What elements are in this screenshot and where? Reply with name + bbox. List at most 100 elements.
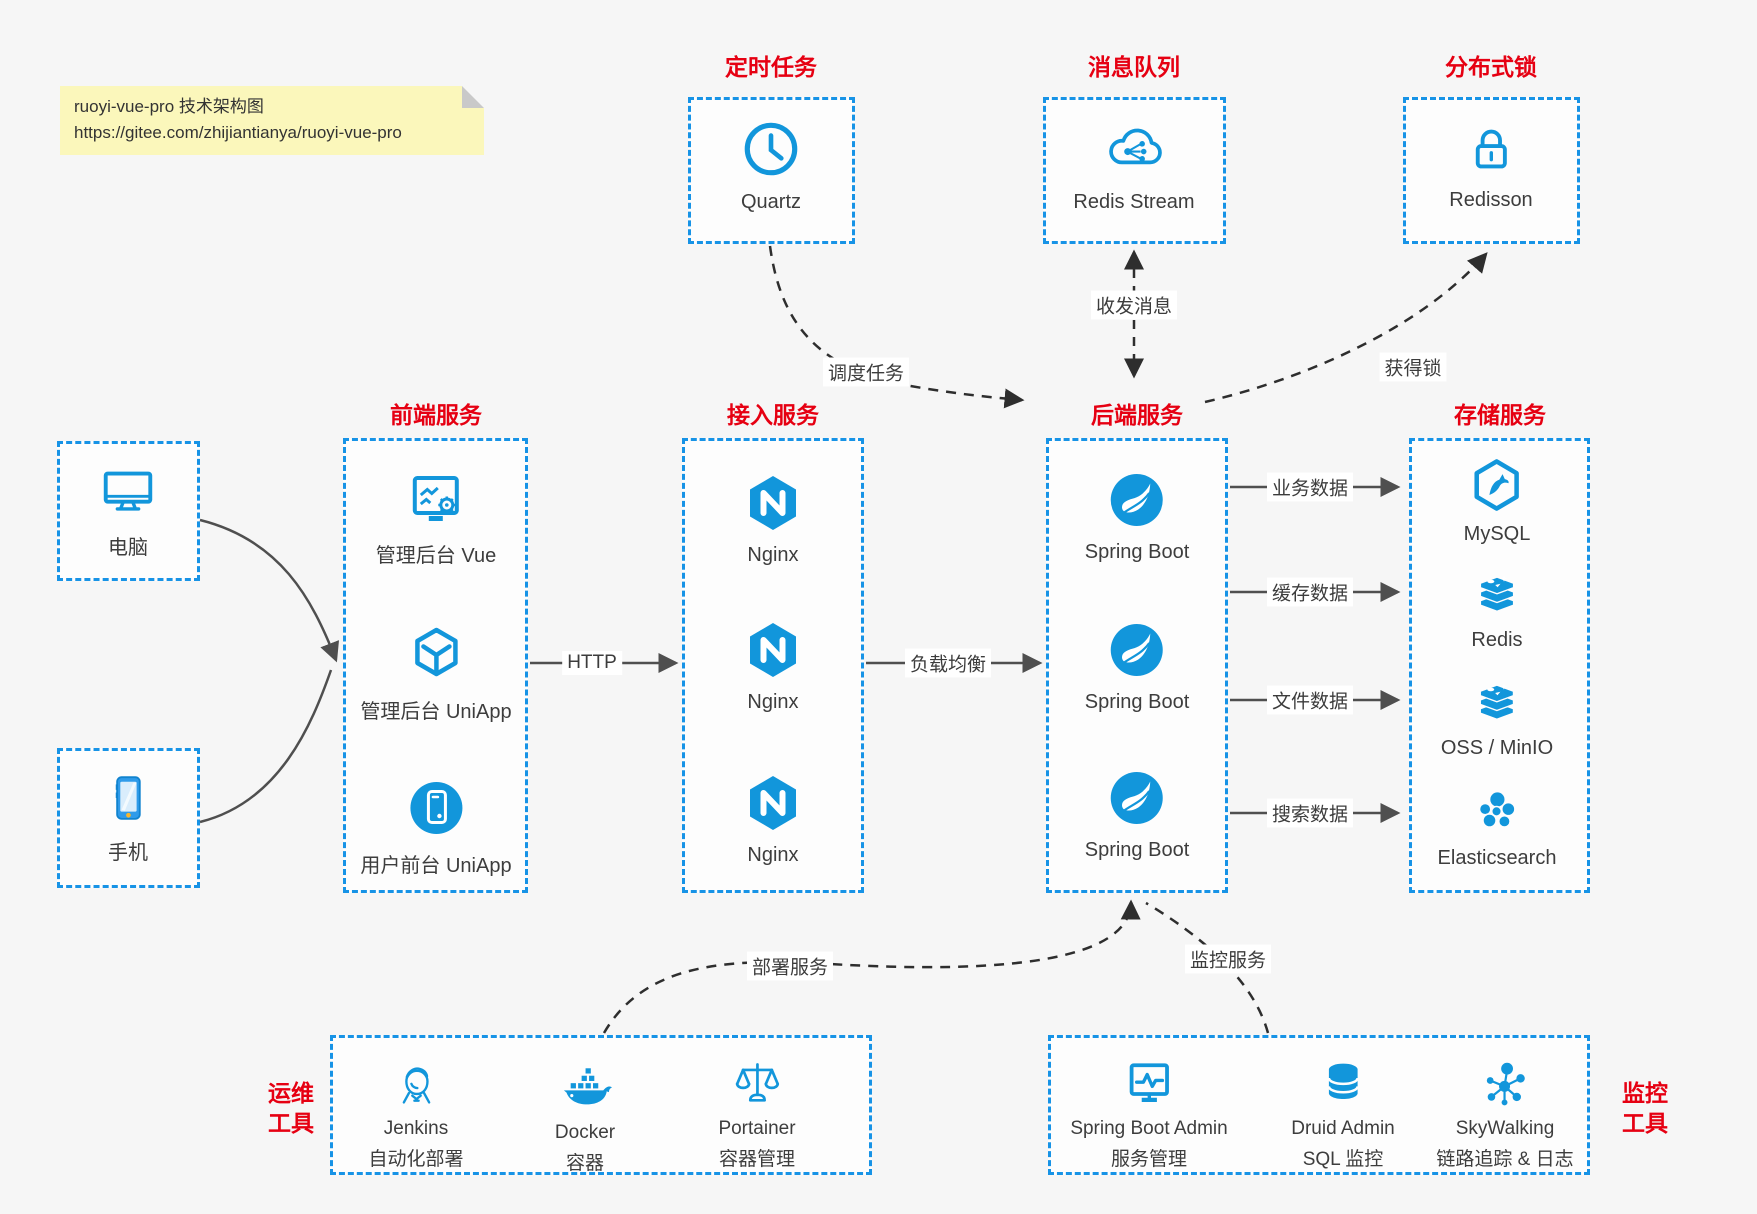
nginx-icon bbox=[741, 771, 805, 835]
note-url: https://gitee.com/zhijiantianya/ruoyi-vu… bbox=[74, 123, 402, 143]
node-nginx-3: Nginx bbox=[741, 771, 805, 867]
node-label: Spring Boot bbox=[1084, 691, 1190, 713]
tool-name: Jenkins bbox=[383, 1118, 449, 1139]
node-label: Spring Boot bbox=[1084, 839, 1190, 861]
edge-label-lock: 获得锁 bbox=[1379, 352, 1447, 382]
nginx-icon bbox=[741, 618, 805, 682]
tool-desc: 链路追踪 & 日志 bbox=[1436, 1149, 1574, 1170]
jenkins-icon bbox=[389, 1056, 443, 1110]
admin-monitor-icon bbox=[1122, 1056, 1176, 1110]
group-title-gateway: 接入服务 bbox=[727, 402, 819, 428]
node-label: OSS / MinIO bbox=[1440, 737, 1554, 759]
node-label: Spring Boot bbox=[1084, 541, 1190, 563]
node-druid-admin: Druid Admin SQL 监控 bbox=[1291, 1056, 1395, 1172]
node-portainer: Portainer 容器管理 bbox=[718, 1056, 796, 1172]
edge-label-monitor: 监控服务 bbox=[1184, 944, 1272, 974]
admin-dashboard-icon bbox=[404, 466, 468, 530]
node-jenkins: Jenkins 自动化部署 bbox=[368, 1056, 464, 1172]
group-title-backend: 后端服务 bbox=[1091, 402, 1183, 428]
node-admin-vue: 管理后台 Vue bbox=[376, 466, 496, 568]
edge-label-cache-data: 缓存数据 bbox=[1266, 577, 1354, 607]
node-label: Nginx bbox=[747, 544, 799, 566]
node-spring-boot-admin: Spring Boot Admin 服务管理 bbox=[1070, 1056, 1228, 1172]
desktop-icon bbox=[97, 460, 159, 522]
edge-label-business-data: 业务数据 bbox=[1266, 472, 1354, 502]
lock-icon bbox=[1460, 118, 1522, 180]
node-nginx-2: Nginx bbox=[741, 618, 805, 714]
tool-name: Docker bbox=[554, 1122, 616, 1143]
node-label: MySQL bbox=[1463, 523, 1531, 545]
edge-label-search-data: 搜索数据 bbox=[1266, 798, 1354, 828]
edge-label-deploy: 部署服务 bbox=[746, 951, 834, 981]
node-redisson: Redisson bbox=[1449, 118, 1533, 212]
node-label: Quartz bbox=[740, 191, 802, 213]
node-redis-stream: Redis Stream bbox=[1073, 116, 1195, 214]
node-label: 手机 bbox=[108, 842, 148, 864]
node-desktop: 电脑 bbox=[97, 460, 159, 560]
tool-desc: 容器 bbox=[565, 1153, 604, 1174]
group-title-distributed-lock: 分布式锁 bbox=[1445, 54, 1537, 80]
smartphone-icon bbox=[99, 769, 157, 827]
arrow-mobile-to-frontend bbox=[199, 669, 333, 824]
node-label: Elasticsearch bbox=[1437, 847, 1557, 869]
node-label: 管理后台 UniApp bbox=[360, 701, 512, 723]
node-label: Redis Stream bbox=[1073, 191, 1195, 213]
node-label: 用户前台 UniApp bbox=[360, 855, 512, 877]
node-spring-boot-1: Spring Boot bbox=[1084, 468, 1190, 564]
note-title: ruoyi-vue-pro 技术架构图 bbox=[74, 97, 264, 116]
arrow-desktop-to-frontend bbox=[199, 518, 340, 663]
node-spring-boot-2: Spring Boot bbox=[1084, 618, 1190, 714]
node-skywalking: SkyWalking 链路追踪 & 日志 bbox=[1436, 1056, 1574, 1172]
clock-icon bbox=[738, 116, 804, 182]
elasticsearch-icon bbox=[1469, 782, 1525, 838]
box-desktop-client bbox=[57, 441, 200, 581]
node-quartz: Quartz bbox=[738, 116, 804, 214]
node-label: Nginx bbox=[747, 844, 799, 866]
edge-label-http: HTTP bbox=[562, 651, 622, 675]
node-redis: Redis bbox=[1469, 564, 1525, 652]
node-user-uniapp: 用户前台 UniApp bbox=[360, 776, 512, 878]
edge-label-message: 收发消息 bbox=[1090, 290, 1178, 320]
box-storage-services bbox=[1409, 438, 1590, 893]
tool-desc: SQL 监控 bbox=[1302, 1149, 1384, 1170]
oss-minio-icon bbox=[1469, 672, 1525, 728]
tool-desc: 服务管理 bbox=[1110, 1149, 1187, 1170]
nginx-icon bbox=[741, 471, 805, 535]
arrow-deploy-service bbox=[602, 899, 1141, 1034]
docker-icon bbox=[557, 1058, 613, 1114]
node-docker: Docker 容器 bbox=[555, 1058, 615, 1176]
node-label: 电脑 bbox=[108, 537, 148, 559]
group-title-frontend: 前端服务 bbox=[390, 402, 482, 428]
sticky-note: ruoyi-vue-pro 技术架构图 https://gitee.com/zh… bbox=[60, 86, 484, 155]
edge-label-load-balance: 负载均衡 bbox=[904, 648, 992, 678]
node-mobile: 手机 bbox=[99, 769, 157, 865]
arrow-monitor-service bbox=[1145, 901, 1270, 1034]
node-oss-minio: OSS / MinIO bbox=[1441, 672, 1553, 760]
node-mysql: MySQL bbox=[1463, 456, 1531, 546]
group-title-ops-tools: 运维 工具 bbox=[268, 1080, 314, 1136]
edge-label-file-data: 文件数据 bbox=[1266, 685, 1354, 715]
group-title-scheduled-task: 定时任务 bbox=[725, 54, 817, 80]
database-icon bbox=[1316, 1056, 1370, 1110]
mobile-app-icon bbox=[404, 776, 468, 840]
arrow-get-lock bbox=[1204, 252, 1488, 404]
node-elasticsearch: Elasticsearch bbox=[1437, 782, 1557, 870]
tool-name: Portainer bbox=[718, 1118, 796, 1139]
spring-boot-icon bbox=[1105, 468, 1169, 532]
node-admin-uniapp: 管理后台 UniApp bbox=[360, 622, 512, 724]
node-spring-boot-3: Spring Boot bbox=[1084, 766, 1190, 862]
group-title-message-queue: 消息队列 bbox=[1088, 54, 1180, 80]
portainer-icon bbox=[730, 1056, 784, 1110]
mysql-icon bbox=[1468, 456, 1526, 514]
box-distributed-lock bbox=[1403, 97, 1580, 244]
box-message-queue bbox=[1043, 97, 1226, 244]
tool-desc: 自动化部署 bbox=[368, 1149, 464, 1170]
spring-boot-icon bbox=[1105, 766, 1169, 830]
node-label: Redis bbox=[1471, 629, 1523, 651]
tool-name: Spring Boot Admin bbox=[1070, 1118, 1228, 1139]
node-label: 管理后台 Vue bbox=[375, 545, 497, 567]
box-monitor-tools bbox=[1048, 1035, 1590, 1175]
skywalking-icon bbox=[1478, 1056, 1532, 1110]
spring-boot-icon bbox=[1105, 618, 1169, 682]
